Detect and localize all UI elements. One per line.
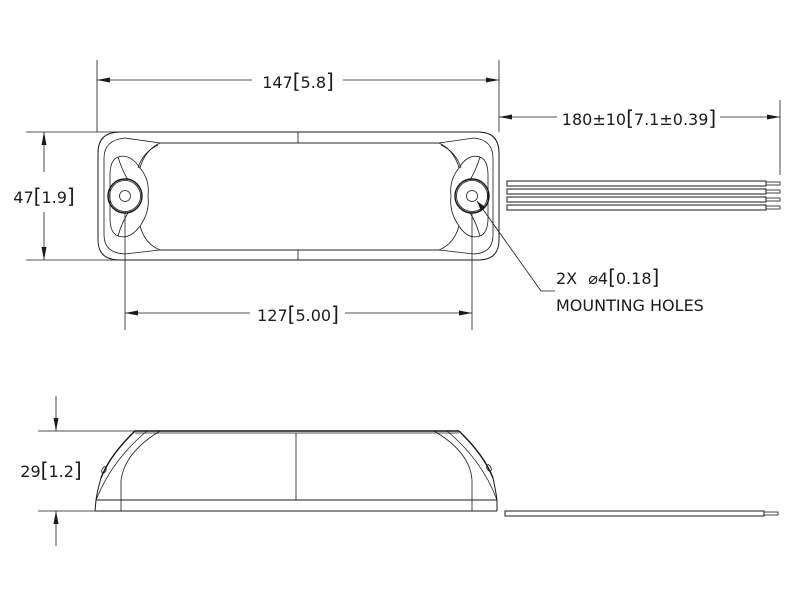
bracket-open: [ bbox=[608, 265, 616, 289]
bracket-close: ] bbox=[331, 302, 339, 326]
hole-spacing-inch: 5.00 bbox=[295, 306, 332, 325]
bracket-close: ] bbox=[66, 184, 75, 208]
wire-bundle bbox=[506, 180, 781, 211]
hole-qty: 2X bbox=[556, 269, 578, 288]
bracket-close: ] bbox=[73, 458, 82, 482]
callout-line-1: 2X ⌀4[0.18] bbox=[556, 264, 704, 292]
dim-height: 47[1.9] bbox=[10, 184, 78, 208]
cable-length-mm: 180±10 bbox=[561, 110, 627, 129]
bracket-open: [ bbox=[287, 302, 296, 326]
side-view bbox=[38, 396, 779, 546]
thickness-mm: 29 bbox=[20, 462, 41, 481]
bracket-open: [ bbox=[33, 184, 42, 208]
hole-diameter-mm: 4 bbox=[597, 269, 609, 288]
hole-diameter-inch: 0.18 bbox=[615, 269, 652, 288]
bracket-close: ] bbox=[708, 106, 717, 130]
mounting-hole-callout: 2X ⌀4[0.18] MOUNTING HOLES bbox=[556, 264, 704, 319]
diameter-symbol: ⌀ bbox=[588, 269, 598, 288]
thickness-inch: 1.2 bbox=[48, 462, 74, 481]
bracket-open: [ bbox=[40, 458, 49, 482]
dim-cable-length: 180±10[7.1±0.39] bbox=[558, 106, 720, 130]
dim-thickness: 29[1.2] bbox=[18, 458, 84, 482]
bracket-close: ] bbox=[326, 69, 334, 93]
bracket-close: ] bbox=[651, 265, 660, 289]
cable-length-inch: 7.1±0.39 bbox=[633, 110, 709, 129]
callout-line-2: MOUNTING HOLES bbox=[556, 296, 704, 315]
height-mm: 47 bbox=[13, 188, 34, 207]
bracket-open: [ bbox=[292, 69, 301, 93]
dim-overall-length: 147[5.8] bbox=[254, 69, 342, 93]
overall-length-inch: 5.8 bbox=[300, 73, 326, 92]
hole-spacing-mm: 127 bbox=[257, 306, 288, 325]
top-view bbox=[26, 60, 781, 330]
height-inch: 1.9 bbox=[41, 188, 67, 207]
dim-hole-spacing: 127[5.00] bbox=[252, 302, 344, 326]
bracket-open: [ bbox=[626, 106, 634, 130]
overall-length-mm: 147 bbox=[262, 73, 293, 92]
